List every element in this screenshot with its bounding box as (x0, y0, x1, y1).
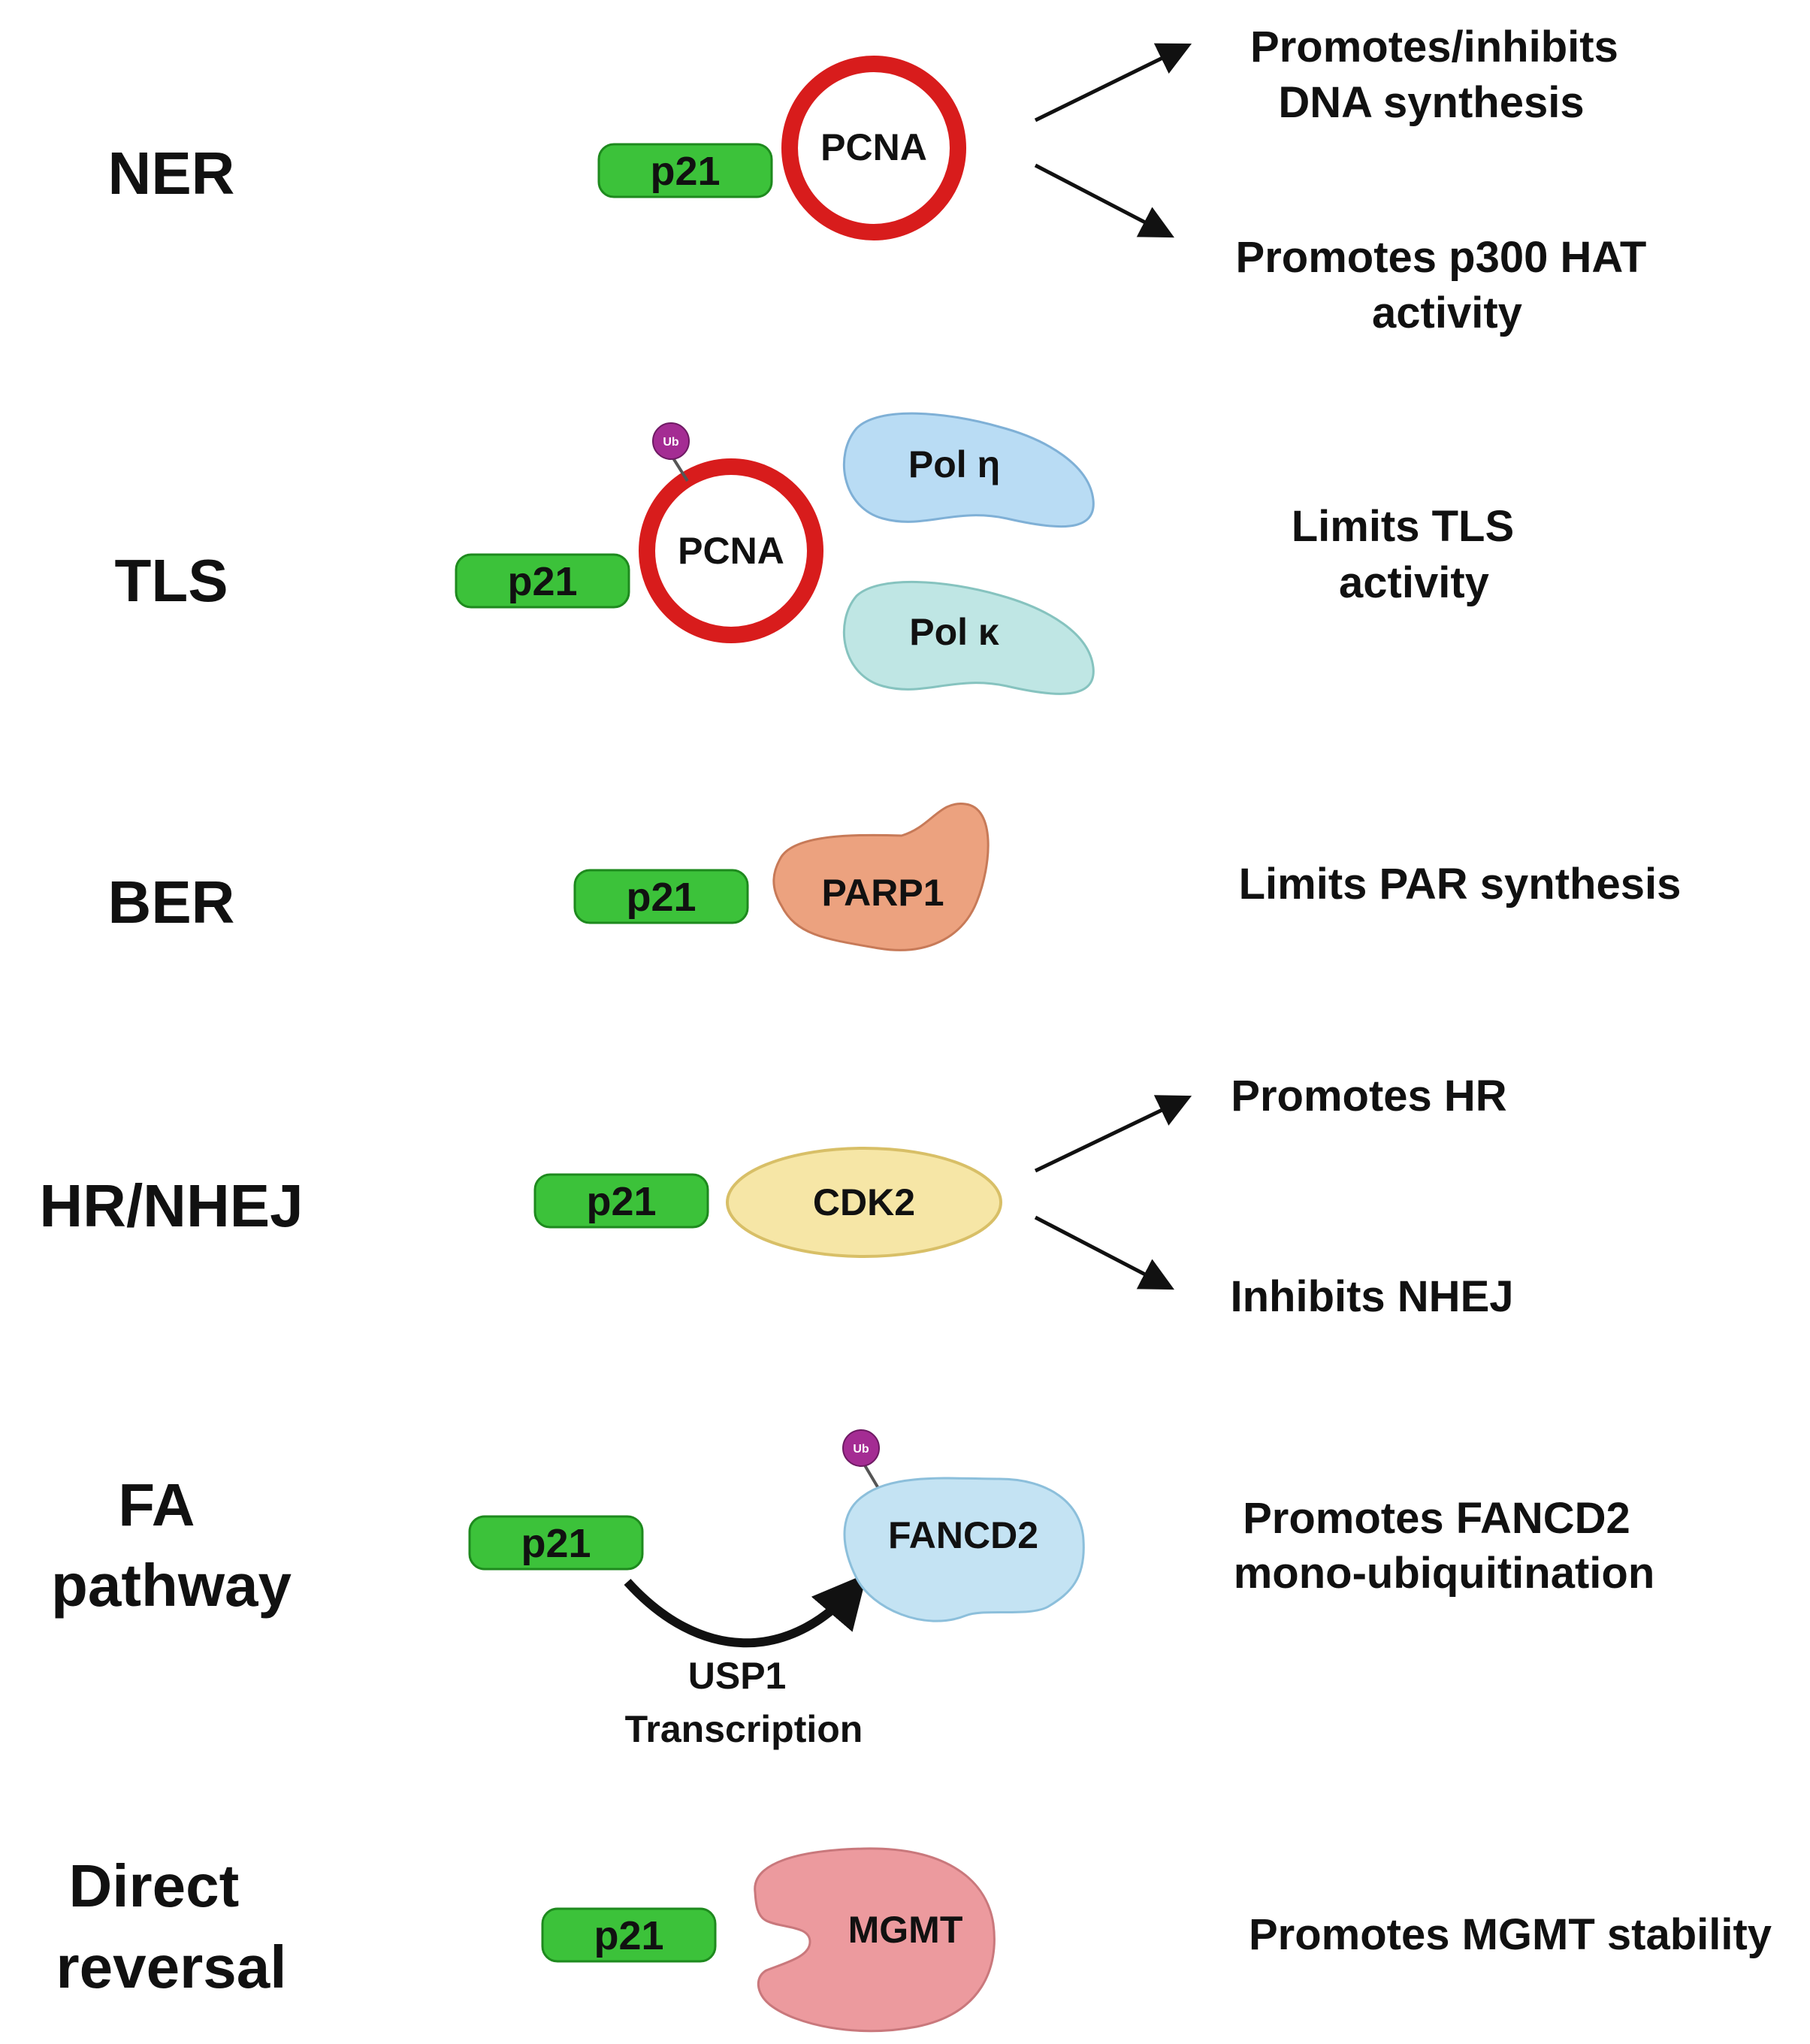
pol-eta-protein: Pol η (842, 412, 1095, 528)
row-tls: TLS p21 PCNA Ub Pol η Pol κ Limits TLS a… (114, 412, 1527, 695)
effect-promotes-hr: Promotes HR (1231, 1072, 1506, 1120)
pathway-label-fa: FA pathway (51, 1471, 292, 1619)
p21-protein: p21 (455, 553, 630, 609)
arrow-down (1034, 1215, 1174, 1290)
arrow-up (1034, 43, 1192, 122)
pathway-label-ner: NER (108, 140, 235, 207)
pcna-ring: PCNA (639, 458, 823, 643)
pol-kappa-label: Pol κ (909, 611, 999, 653)
pcna-label: PCNA (678, 530, 784, 572)
effect-mgmt-stability: Promotes MGMT stability (1249, 1910, 1772, 1959)
effect-dna-synthesis: Promotes/inhibits DNA synthesis (1250, 23, 1630, 127)
mgmt-label: MGMT (848, 1909, 963, 1951)
arrow-down (1034, 163, 1174, 238)
ub-label: Ub (853, 1443, 869, 1456)
row-ner: NER p21 PCNA Promotes/inhibits DNA synth… (108, 23, 1659, 337)
p21-label: p21 (626, 875, 696, 920)
mgmt-protein: MGMT (754, 1847, 996, 2033)
effect-limits-par: Limits PAR synthesis (1239, 860, 1682, 909)
pcna-ring: PCNA (781, 56, 966, 240)
pathway-label-direct-reversal: Direct reversal (56, 1852, 287, 2000)
p21-label: p21 (594, 1913, 663, 1958)
p21-label: p21 (650, 149, 720, 194)
p21-protein: p21 (541, 1907, 717, 1963)
p21-protein: p21 (468, 1515, 644, 1571)
p21-protein: p21 (573, 869, 749, 924)
fancd2-label: FANCD2 (888, 1514, 1038, 1556)
arrow-label-usp1: USP1 Transcription (625, 1655, 863, 1750)
pol-eta-label: Pol η (908, 443, 1000, 485)
pathway-label-hr-nhej: HR/NHEJ (39, 1172, 303, 1239)
row-hr-nhej: HR/NHEJ p21 CDK2 Promotes HR Inhibits NH… (39, 1072, 1513, 1321)
pol-kappa-protein: Pol κ (842, 580, 1095, 695)
cdk2-label: CDK2 (813, 1181, 915, 1223)
effect-limits-tls: Limits TLS activity (1292, 502, 1527, 607)
row-fa-pathway: FA pathway p21 USP1 Transcription Ub FAN… (51, 1429, 1655, 1750)
parp1-protein: PARP1 (772, 803, 990, 951)
pathway-label-tls: TLS (114, 547, 228, 614)
effect-p300-hat: Promotes p300 HAT activity (1236, 233, 1659, 337)
ubiquitin-icon: Ub (842, 1429, 881, 1491)
row-ber: BER p21 PARP1 Limits PAR synthesis (108, 803, 1682, 951)
p21-protein: p21 (533, 1173, 709, 1229)
parp1-label: PARP1 (821, 872, 944, 914)
ubiquitin-icon: Ub (652, 422, 690, 482)
row-direct-reversal: Direct reversal p21 MGMT Promotes MGMT s… (56, 1847, 1772, 2033)
ub-label: Ub (663, 436, 679, 449)
p21-label: p21 (507, 559, 577, 604)
effect-fancd2-monoub: Promotes FANCD2 mono-ubiquitination (1234, 1494, 1655, 1598)
pathway-label-ber: BER (108, 869, 235, 936)
fancd2-protein: FANCD2 (843, 1477, 1085, 1622)
p21-label: p21 (586, 1179, 656, 1224)
effect-inhibits-nhej: Inhibits NHEJ (1230, 1272, 1513, 1321)
pcna-label: PCNA (820, 126, 927, 168)
arrow-up (1034, 1095, 1192, 1173)
p21-protein: p21 (597, 143, 773, 198)
p21-label: p21 (521, 1521, 591, 1566)
curved-arrow (624, 1573, 868, 1648)
cdk2-protein: CDK2 (726, 1147, 1002, 1258)
